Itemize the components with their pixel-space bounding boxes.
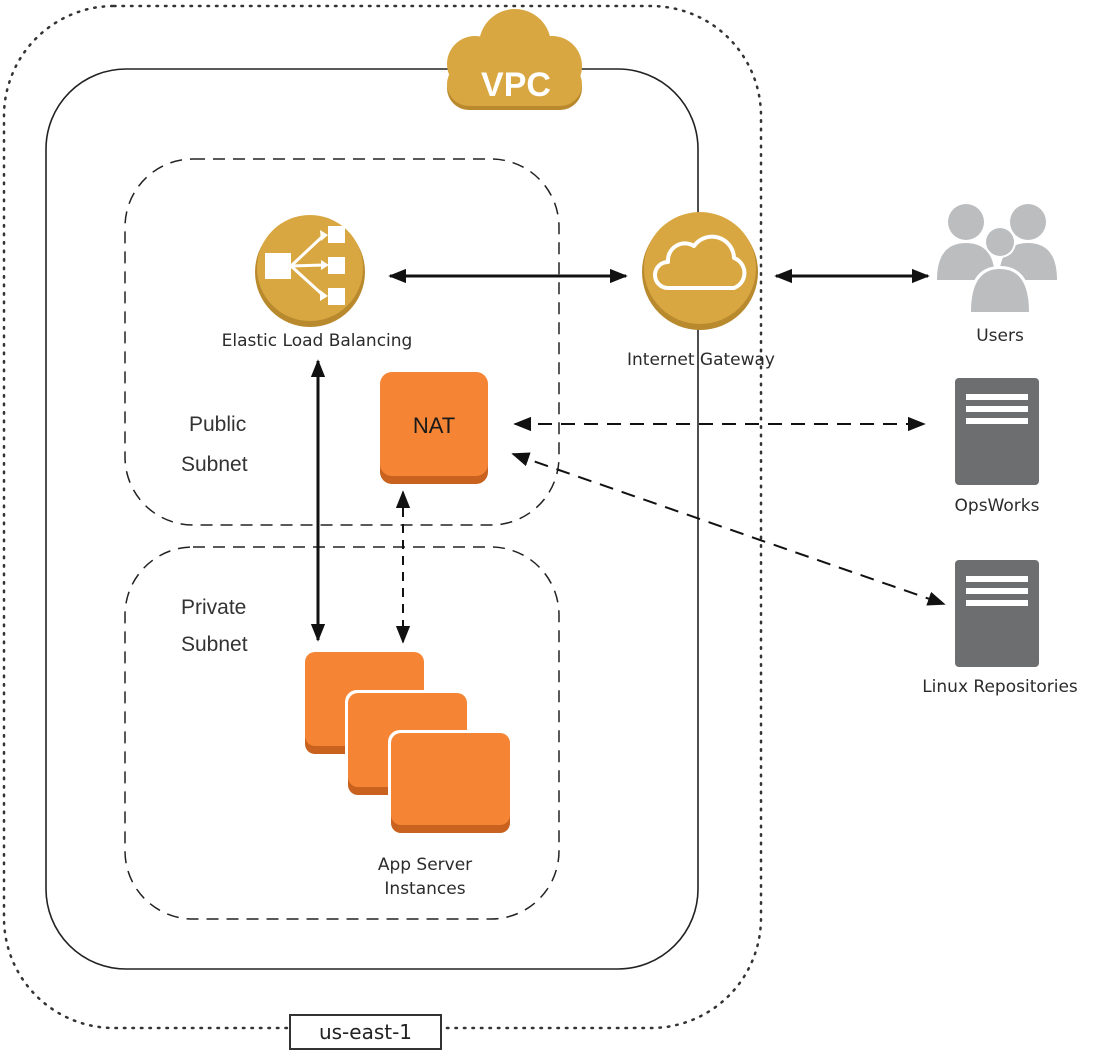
public-subnet-label-line2: Subnet — [181, 453, 248, 476]
cloud-icon — [642, 212, 758, 330]
instances-icon — [305, 652, 515, 833]
linux-repos-server-icon — [955, 560, 1039, 667]
app-servers-label-line2: Instances — [384, 879, 466, 899]
app-servers-label-line1: App Server — [377, 855, 473, 875]
public-subnet-boundary — [124, 158, 560, 526]
vpc-boundary — [45, 68, 699, 970]
vpc-label: VPC — [481, 66, 551, 104]
users-icon — [937, 204, 1057, 312]
opsworks-label: OpsWorks — [954, 496, 1040, 516]
load-balancer-icon — [255, 215, 365, 327]
private-subnet-label-line1: Private — [181, 596, 247, 619]
region-label: us-east-1 — [289, 1014, 442, 1050]
elb-label: Elastic Load Balancing — [221, 331, 413, 351]
opsworks-server-icon — [955, 378, 1039, 485]
private-subnet-boundary — [124, 546, 560, 920]
nat-instance-icon — [380, 372, 488, 484]
nat-label: NAT — [413, 413, 455, 438]
private-subnet-label-line2: Subnet — [181, 633, 248, 656]
public-subnet-label-line1: Public — [189, 413, 247, 436]
vpc-cloud-icon — [447, 9, 582, 110]
igw-label: Internet Gateway — [626, 350, 776, 370]
linux-repos-label: Linux Repositories — [922, 677, 1078, 697]
nat-linux-repos-connection — [511, 452, 946, 606]
users-label: Users — [976, 326, 1024, 346]
